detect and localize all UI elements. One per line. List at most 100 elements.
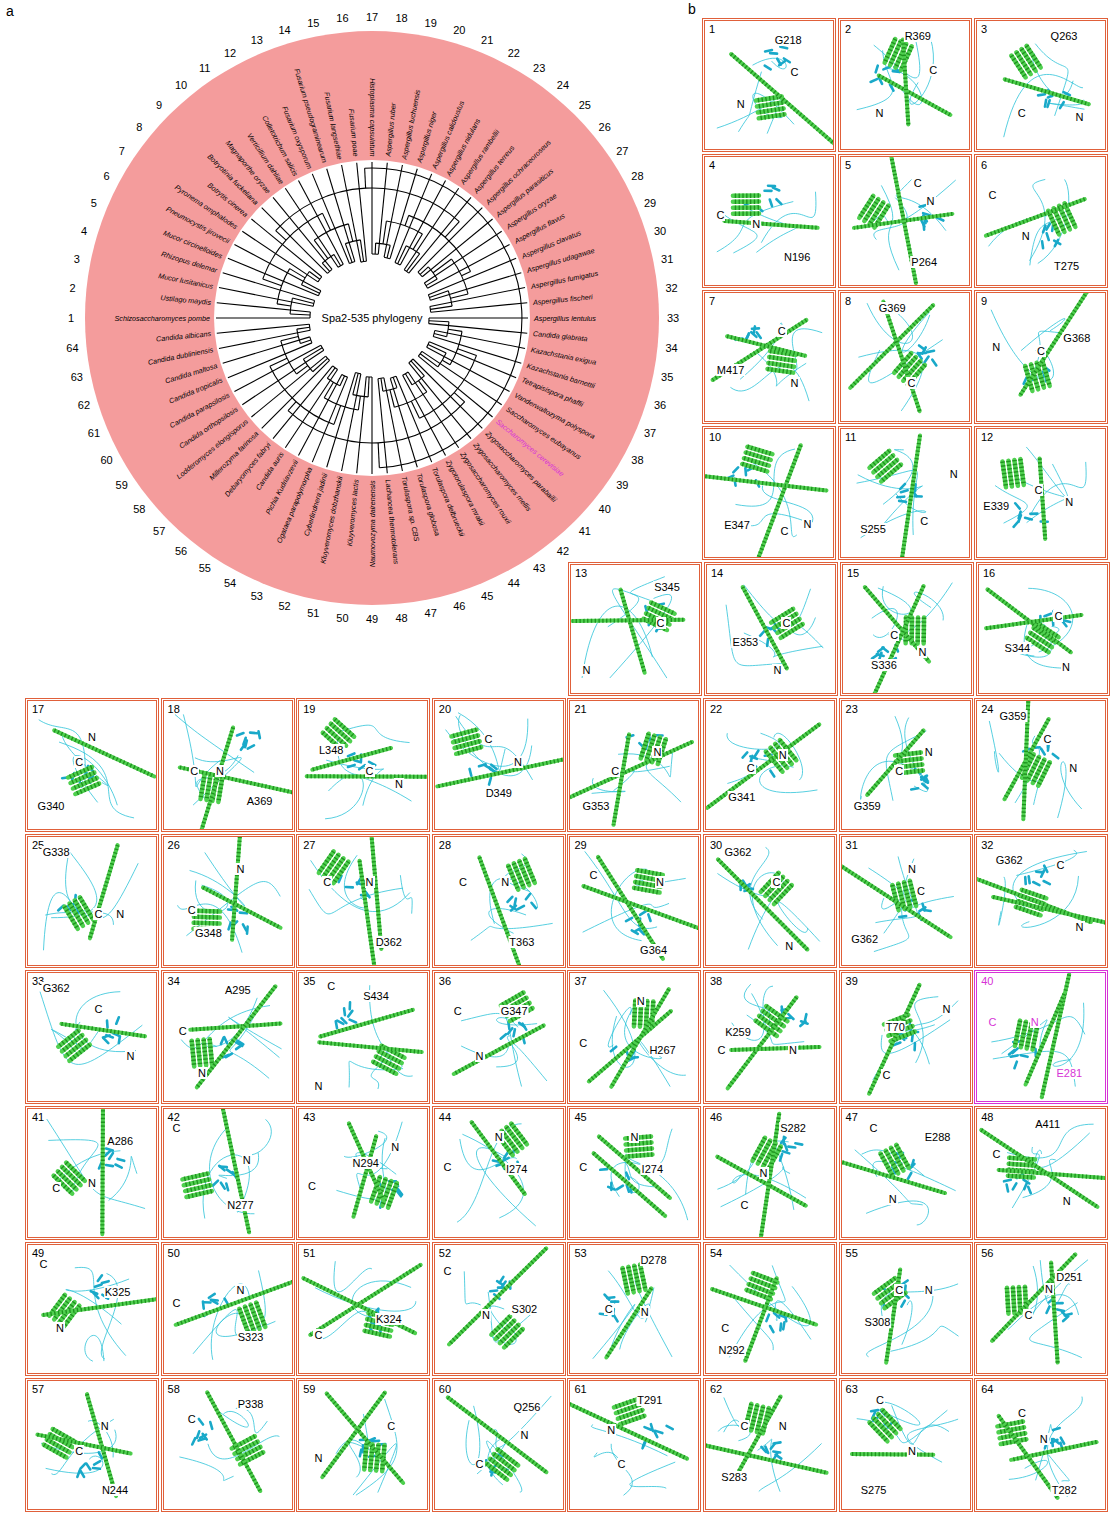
protein-structure [995,447,1086,539]
protein-cartoon [977,1381,1105,1509]
structure-label: N [736,98,746,110]
structure-panel: 6CNT275 [974,154,1108,288]
structure-panel: 61T291NC [567,1378,701,1512]
leaf-number: 60 [100,454,112,466]
structure-label: N [942,1003,952,1015]
panel-number: 55 [846,1247,858,1259]
protein-cartoon [28,1109,156,1237]
structure-label: C [1017,1407,1027,1419]
panel-number: 8 [845,295,851,307]
structure-label: C [178,1025,188,1037]
protein-structure [583,851,698,959]
structure-label: N [1074,111,1084,123]
protein-cartoon [843,565,971,693]
structure-label: N [215,765,225,777]
structure-label: S344 [1004,642,1032,654]
protein-cartoon [570,837,698,965]
protein-structure [457,1122,536,1226]
protein-structure [40,992,145,1065]
structure-panel: 54CN292 [703,1242,837,1376]
structure-label: N [313,1452,323,1464]
protein-structure [572,577,683,678]
leaf-number: 29 [644,197,656,209]
structure-label: N [1068,762,1078,774]
structure-panel: 57NCN244 [25,1378,159,1512]
structure-label: C [365,765,375,777]
protein-cartoon [435,1381,563,1509]
structure-panel: 9NCG368 [974,290,1108,424]
structure-panel: 40CNE281 [974,970,1108,1104]
protein-cartoon [435,837,563,965]
structure-panel: 11NS255C [838,426,972,560]
structure-label: T291 [636,1394,663,1406]
panel-number: 63 [846,1383,858,1395]
structure-label: C [578,1161,588,1173]
structure-panel: 1G218CN [702,18,836,152]
leaf-number: 56 [175,545,187,557]
structure-label: C [307,1180,317,1192]
leaf-number: 20 [453,24,465,36]
protein-cartoon [164,1109,292,1237]
structure-panel: 62CNS283 [703,1378,837,1512]
leaf-number: 17 [366,11,378,23]
leaf-number: 5 [91,197,97,209]
protein-cartoon [841,157,969,285]
structure-label: C [93,1003,103,1015]
panel-number: 59 [303,1383,315,1395]
panel-number: 62 [710,1383,722,1395]
leaf-number: 41 [579,525,591,537]
ring-inner [214,160,530,476]
protein-structure [717,47,833,143]
structure-label: N [1075,921,1085,933]
leaf-number: 30 [654,225,666,237]
panel-number: 57 [32,1383,44,1395]
structure-label: N [87,731,97,743]
structure-label: N [235,1284,245,1296]
structure-label: E353 [732,636,760,648]
structure-label: C [313,1329,323,1341]
panel-number: 3 [981,23,987,35]
protein-structure [309,837,412,965]
structure-label: G359 [999,710,1028,722]
protein-cartoon [706,1381,834,1509]
structure-label: N [778,749,788,761]
structure-panel: 60Q256NC [432,1378,566,1512]
panel-number: 15 [847,567,859,579]
panel-number: 52 [439,1247,451,1259]
structure-panel: 32G362CN [974,834,1108,968]
leaf-number: 61 [88,427,100,439]
structure-label: D362 [375,936,403,948]
structure-label: S308 [864,1316,892,1328]
structure-label: C [187,904,197,916]
structure-label: N [759,1167,769,1179]
protein-structure [865,583,953,693]
panel-number: 41 [32,1111,44,1123]
protein-cartoon [977,157,1105,285]
panel-number: 23 [846,703,858,715]
protein-cartoon [705,157,833,285]
panel-number: 50 [168,1247,180,1259]
structure-label: C [715,209,725,221]
protein-cartoon [842,973,970,1101]
panel-number: 37 [574,975,586,987]
structure-label: N [655,876,665,888]
panel-number: 61 [574,1383,586,1395]
protein-structure [181,986,281,1087]
panel-number: 43 [303,1111,315,1123]
structure-label: N [581,664,591,676]
leaf-number: 7 [119,145,125,157]
structure-label: Q256 [512,1401,541,1413]
panel-number: 58 [168,1383,180,1395]
panel-number: 48 [981,1111,993,1123]
structure-label: D251 [1055,1271,1083,1283]
structure-label: N [778,1420,788,1432]
structure-label: C [322,876,332,888]
protein-structure [991,293,1087,395]
protein-structure [992,974,1086,1097]
structure-panel: 38CK259N [703,970,837,1104]
panel-number: 18 [168,703,180,715]
structure-label: C [919,515,929,527]
protein-cartoon [299,1381,427,1509]
panel-number: 38 [710,975,722,987]
structure-label: C [739,1199,749,1211]
